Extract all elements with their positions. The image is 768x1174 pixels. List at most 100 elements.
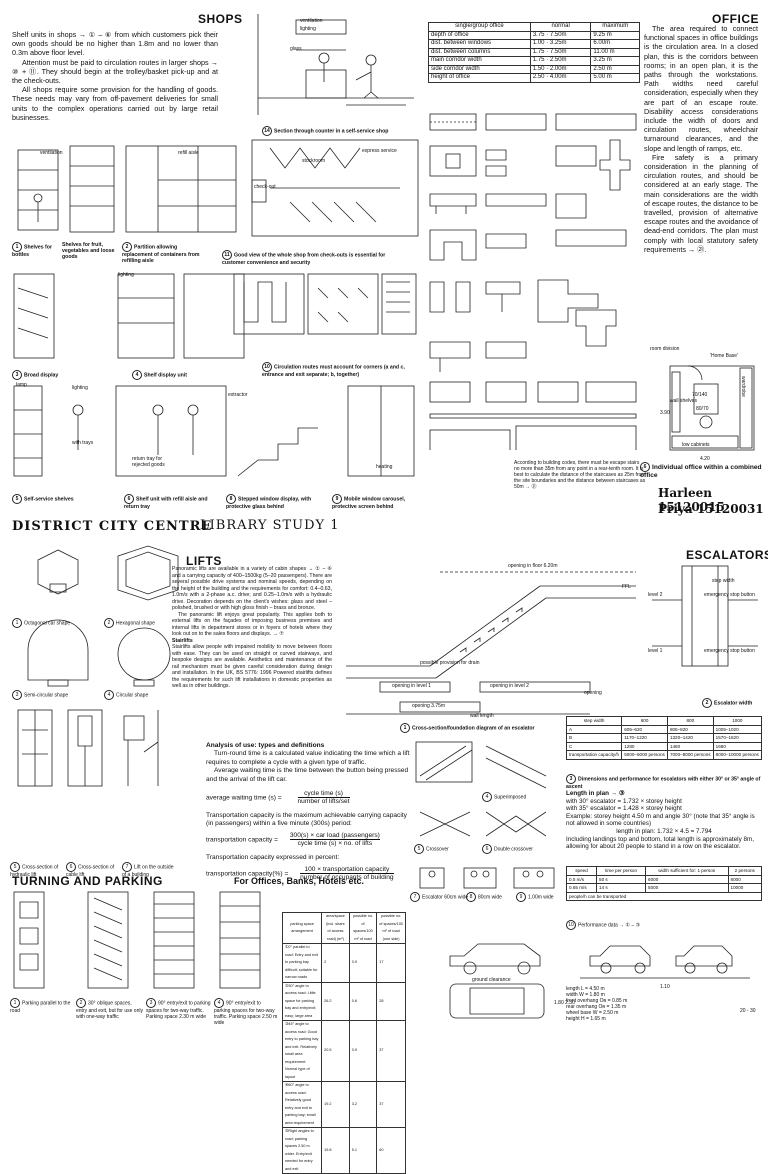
label-express-service: express service — [362, 148, 397, 154]
label-wall-length: wall length — [470, 713, 494, 719]
counter-section-drawing — [257, 14, 414, 115]
parking-layouts — [13, 891, 261, 989]
escalators-title: ESCALATORS — [686, 548, 768, 562]
dim-4-20: 4.20 — [700, 456, 710, 462]
label-opening: opening — [584, 690, 602, 696]
dim-70-140: 70/140 — [692, 392, 708, 398]
label-level-1: level 1 — [648, 648, 663, 654]
label-drain: possible provision for drain — [420, 660, 480, 666]
length-line-4: length in plan: 1.732 × 4.5 = 7.794 — [616, 827, 712, 835]
label-lamp: lamp — [16, 382, 27, 388]
shops-text: Shelf units in shops → ① – ⑥ from which … — [12, 30, 218, 122]
car-dimension-drawings — [449, 943, 750, 1019]
lifts-para-1: Panoramic lifts are available in a varie… — [172, 566, 332, 611]
room-division-label: room division — [650, 346, 680, 352]
length-title: Length in plan → ③ — [566, 790, 625, 797]
label-return-tray: return tray for rejected goods — [132, 456, 165, 468]
stairlifts-title: Stairlifts — [172, 637, 193, 644]
label-with-trays: with trays — [72, 440, 94, 446]
side-dim-1: 1.10 — [660, 984, 670, 990]
tc-text: Transportation capacity is the maximum a… — [206, 812, 407, 828]
store-plan — [251, 139, 419, 237]
shops-para-2: Attention must be paid to circulation ro… — [12, 57, 218, 86]
analysis-title: Analysis of use: types and definitions — [206, 742, 325, 749]
analysis-para-2: Average waiting time is the time between… — [206, 767, 409, 783]
label-ventilation-2: ventilation — [40, 150, 63, 156]
ground-clearance-label: ground clearance — [472, 977, 511, 983]
lifts-title: LIFTS — [186, 554, 222, 568]
escalator-section-drawing — [346, 571, 636, 715]
label-refill-aisle: refill aisle — [178, 150, 199, 156]
label-lighting-3: lighting — [72, 385, 88, 391]
individual-office-plan — [669, 365, 755, 451]
shelves-drawings-row-1 — [17, 145, 237, 233]
shops-title: SHOPS — [198, 12, 243, 26]
office-text: The area required to connect functional … — [644, 24, 758, 254]
label-ffl: FFL — [622, 584, 631, 590]
dim-3-90: 3.90 — [660, 410, 670, 416]
low-cabinets-label: low cabinets — [682, 442, 710, 448]
label-opening-level-1: opening in level 1 — [392, 683, 431, 689]
label-glass: glass — [290, 46, 302, 52]
shops-para-1: Shelf units in shops → ① – ⑥ from which … — [12, 30, 218, 58]
label-lighting: lighting — [300, 26, 316, 32]
label-ventilation: ventilation — [300, 18, 323, 24]
lift-shapes-drawings — [17, 545, 179, 787]
length-line-1: with 30° escalator = 1.732 × storey heig… — [566, 797, 682, 805]
side-dim-2: 20 - 30 — [740, 1008, 756, 1014]
label-lighting-2: lighting — [118, 272, 134, 278]
label-level-2: level 2 — [648, 592, 663, 598]
office-circulation-diagrams — [429, 113, 637, 450]
label-extractor: extractor — [228, 392, 248, 398]
home-base-label: 'Home Base' — [710, 353, 739, 359]
office-para-1: The area required to connect functional … — [644, 24, 758, 153]
shelves-drawings-row-3 — [13, 385, 415, 477]
escalator-widths-drawing — [419, 867, 555, 889]
car-dim-label: 1.80 2.30 — [554, 1000, 575, 1006]
formula-transport-capacity-pct: transportation capacity(%) = 100 × trans… — [206, 866, 394, 881]
label-stockroom: stockroom — [302, 158, 326, 164]
length-line-3: Example: storey height 4.50 m and angle … — [566, 812, 755, 828]
label-opening-3-75: opening 3.75m — [412, 703, 446, 709]
office-para-2: Fire safety is a primary consideration i… — [644, 152, 758, 254]
analysis-para-1: Turn-round time is a calculated value in… — [206, 750, 410, 766]
analysis-block: Analysis of use: types and definitions T… — [206, 742, 416, 784]
length-line-5: Including landings top and bottom, total… — [566, 835, 754, 851]
length-in-plan: Length in plan → ③ with 30° escalator = … — [566, 790, 762, 851]
label-emergency-stop-2: emergency stop button — [704, 648, 755, 654]
formula-transport-capacity: transportation capacity = 300(s) × car l… — [206, 832, 380, 847]
escalator-arrangements — [415, 741, 547, 837]
stairlifts-text: Stairlifts allow people with impaired mo… — [172, 644, 332, 689]
label-step-width: step width — [712, 578, 735, 584]
label-emergency-stop-1: emergency stop button — [704, 592, 755, 598]
escalator-width-drawing — [652, 565, 758, 667]
parking-title: TURNING AND PARKING — [12, 874, 163, 888]
